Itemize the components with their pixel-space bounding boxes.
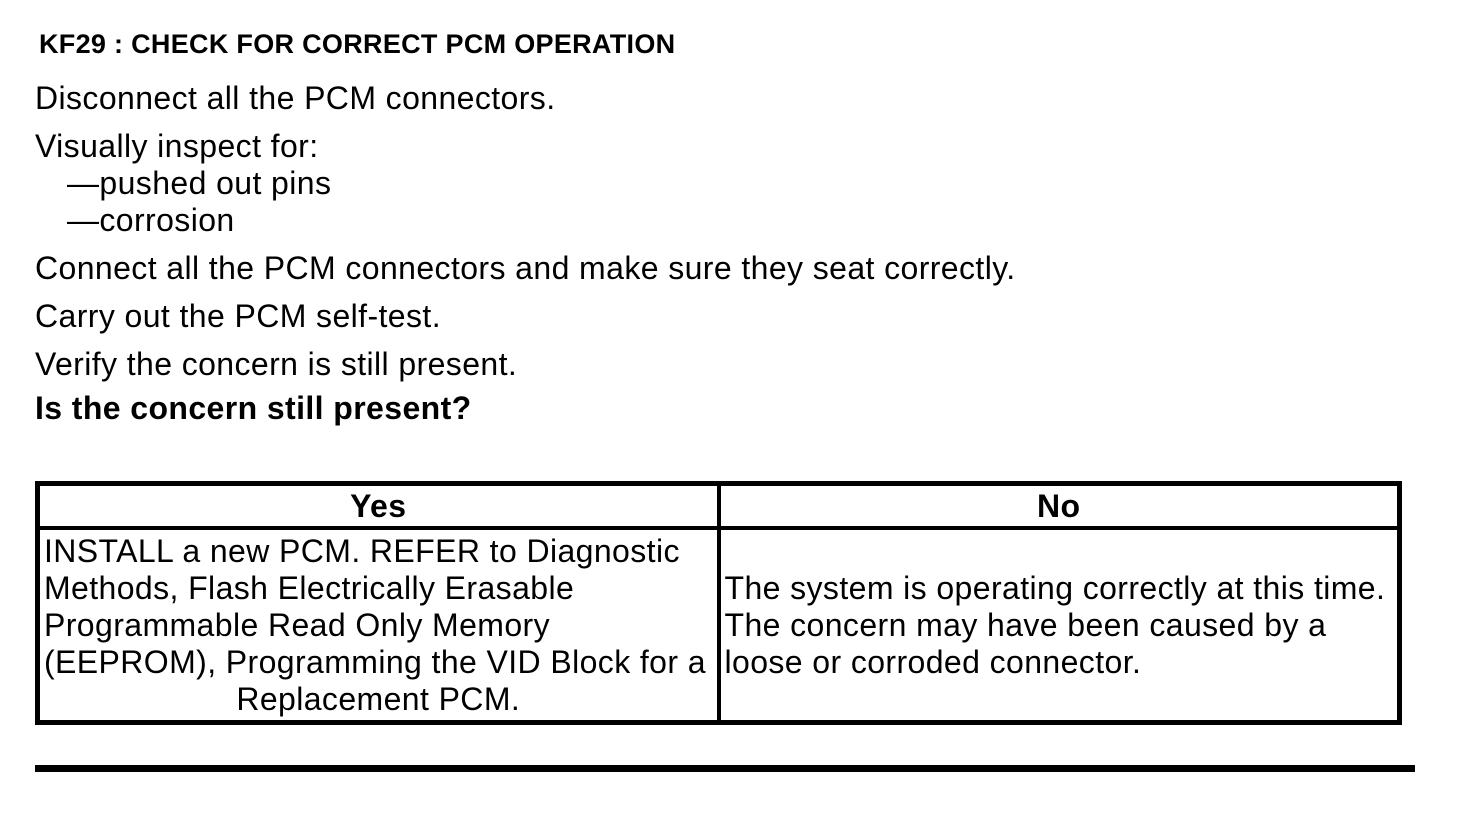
procedure-content: KF29 : CHECK FOR CORRECT PCM OPERATION D… xyxy=(35,28,1437,427)
yes-action-line-5: Replacement PCM. xyxy=(236,681,521,717)
section-divider-rule xyxy=(35,765,1415,772)
yes-action-line-4: (EEPROM), Programming the VID Block for … xyxy=(44,644,706,680)
no-action-line-1: The system is operating correctly at thi… xyxy=(724,569,1386,606)
yes-action-line-2: Methods, Flash Electrically Erasable xyxy=(44,570,575,606)
step-connect: Connect all the PCM connectors and make … xyxy=(35,250,1016,286)
results-header-row: Yes No xyxy=(35,481,1402,530)
results-body-row: INSTALL a new PCM. REFER to Diagnostic M… xyxy=(35,526,1402,725)
results-table: Yes No INSTALL a new PCM. REFER to Diagn… xyxy=(35,481,1402,725)
yes-action-cell: INSTALL a new PCM. REFER to Diagnostic M… xyxy=(35,526,721,725)
no-action-line-2: The concern may have been caused by a xyxy=(724,606,1327,643)
list-item-pushed-out-pins: —pushed out pins xyxy=(67,165,332,201)
step-inspect-intro: Visually inspect for: xyxy=(35,128,319,164)
step-self-test: Carry out the PCM self-test. xyxy=(35,298,441,334)
step-disconnect: Disconnect all the PCM connectors. xyxy=(35,80,556,116)
no-column-header: No xyxy=(716,481,1402,530)
pinpoint-test-heading: KF29 : CHECK FOR CORRECT PCM OPERATION xyxy=(39,29,676,59)
no-action-line-3: loose or corroded connector. xyxy=(724,643,1142,680)
yes-action-line-3: Programmable Read Only Memory xyxy=(44,607,550,643)
yes-action-line-1: INSTALL a new PCM. REFER to Diagnostic xyxy=(44,533,680,569)
inspect-list: —pushed out pins —corrosion xyxy=(35,165,1437,239)
step-verify: Verify the concern is still present. xyxy=(35,346,518,382)
yes-column-header: Yes xyxy=(35,481,721,530)
list-item-corrosion: —corrosion xyxy=(67,202,235,238)
decision-question: Is the concern still present? xyxy=(35,390,472,426)
no-action-cell: The system is operating correctly at thi… xyxy=(716,526,1402,725)
